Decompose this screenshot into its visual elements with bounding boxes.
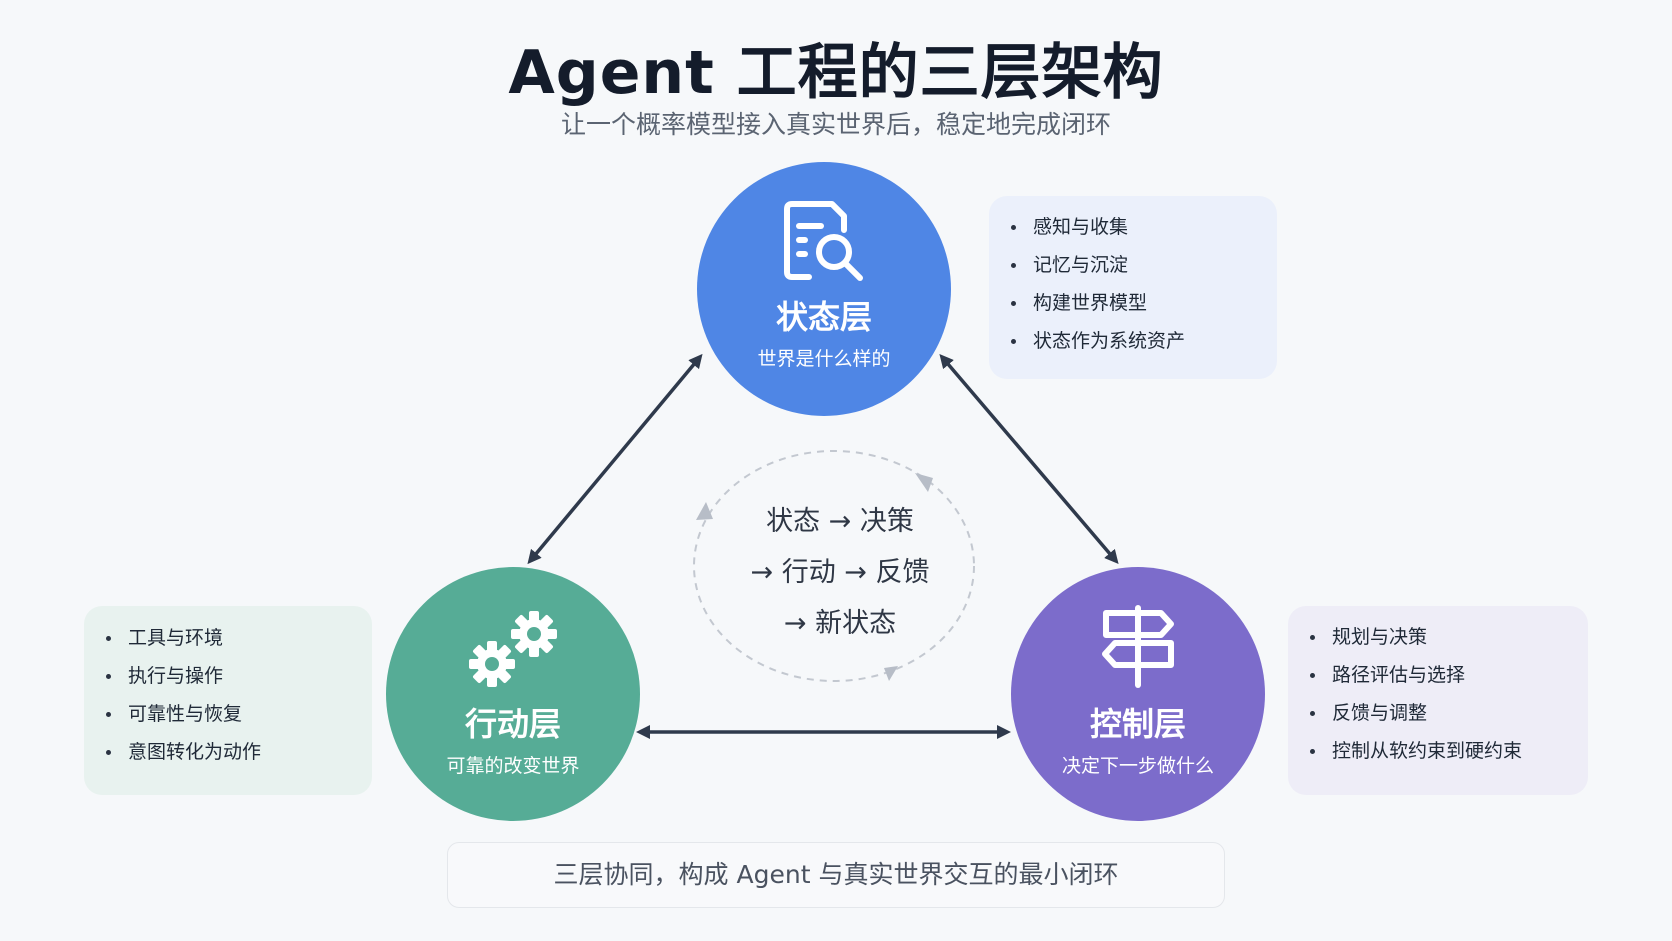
footer-banner: 三层协同，构成 Agent 与真实世界交互的最小闭环 xyxy=(447,842,1225,908)
list-item: 工具与环境 xyxy=(96,619,372,657)
cycle-line-3: → 新状态 xyxy=(783,608,897,639)
state-layer-card: 感知与收集 记忆与沉淀 构建世界模型 状态作为系统资产 xyxy=(989,196,1277,379)
control-layer-name: 控制层 xyxy=(1089,705,1186,743)
action-layer-card: 工具与环境 执行与操作 可靠性与恢复 意图转化为动作 xyxy=(84,606,372,795)
control-layer-desc: 决定下一步做什么 xyxy=(1061,755,1214,777)
arrow-state-control xyxy=(939,353,1119,565)
list-item: 意图转化为动作 xyxy=(96,733,372,771)
control-layer-circle: 控制层 决定下一步做什么 xyxy=(1011,567,1265,821)
signpost-icon xyxy=(1011,605,1265,689)
list-item: 可靠性与恢复 xyxy=(96,695,372,733)
page-subtitle: 让一个概率模型接入真实世界后，稳定地完成闭环 xyxy=(560,110,1111,139)
arrow-state-action xyxy=(527,353,703,565)
action-layer-desc: 可靠的改变世界 xyxy=(446,755,580,777)
cycle-arrowhead-top xyxy=(915,473,933,492)
gears-icon xyxy=(386,607,640,691)
cycle-dashed-ring xyxy=(693,450,975,682)
list-item: 反馈与调整 xyxy=(1300,694,1588,732)
list-item: 控制从软约束到硬约束 xyxy=(1300,732,1588,770)
cycle-line-1: 状态 → 决策 xyxy=(766,506,914,537)
state-layer-circle: 状态层 世界是什么样的 xyxy=(697,162,951,416)
list-item: 记忆与沉淀 xyxy=(1001,246,1277,284)
cycle-line-2: → 行动 → 反馈 xyxy=(750,557,930,588)
list-item: 感知与收集 xyxy=(1001,208,1277,246)
list-item: 规划与决策 xyxy=(1300,618,1588,656)
list-item: 状态作为系统资产 xyxy=(1001,322,1277,360)
control-layer-card: 规划与决策 路径评估与选择 反馈与调整 控制从软约束到硬约束 xyxy=(1288,606,1588,795)
cycle-arrowhead-left xyxy=(696,502,713,520)
cycle-text: 状态 → 决策 → 行动 → 反馈 → 新状态 xyxy=(700,496,980,649)
document-search-icon xyxy=(697,200,951,284)
action-layer-name: 行动层 xyxy=(464,705,561,743)
list-item: 执行与操作 xyxy=(96,657,372,695)
cycle-arrowhead-bottom xyxy=(884,666,898,681)
page-title: Agent 工程的三层架构 xyxy=(508,38,1164,108)
list-item: 构建世界模型 xyxy=(1001,284,1277,322)
state-layer-desc: 世界是什么样的 xyxy=(757,348,891,370)
list-item: 路径评估与选择 xyxy=(1300,656,1588,694)
state-layer-name: 状态层 xyxy=(775,298,872,336)
action-layer-circle: 行动层 可靠的改变世界 xyxy=(386,567,640,821)
